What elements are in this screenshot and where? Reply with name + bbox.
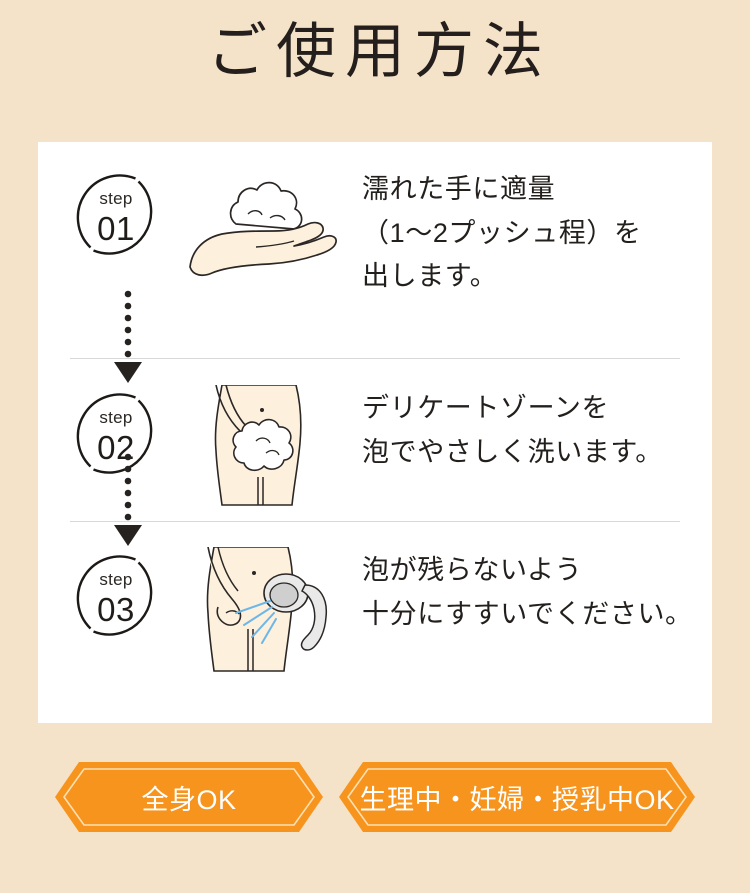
step-line: 濡れた手に適量 (362, 174, 556, 204)
step-line: デリケートゾーンを (362, 393, 610, 423)
badge-full-body-ok[interactable]: 全身OK (53, 760, 325, 834)
step-divider (70, 358, 680, 359)
step-line: 泡が残らないよう (362, 555, 583, 585)
step-badge-01: step 01 (66, 166, 166, 266)
step-description: 泡が残らないよう 十分にすすいでください。 (362, 547, 712, 636)
step-line: 十分にすすいでください。 (362, 598, 693, 629)
step-description: 濡れた手に適量 （1〜2プッシュ程）を 出します。 (362, 166, 712, 299)
showerhead-rinse-icon (174, 546, 344, 677)
badge-period-pregnancy-nursing-ok[interactable]: 生理中・妊婦・授乳中OK (337, 760, 697, 834)
step-description: デリケートゾーンを 泡でやさしく洗います。 (362, 385, 712, 474)
hand-with-foam-icon (174, 166, 344, 296)
step-row: step 03 (38, 546, 712, 702)
step-line: 出します。 (362, 261, 498, 292)
step-divider (70, 521, 680, 522)
steps-card: step 01 濡れた手に適量 （1〜2プッシュ程）を 出します。 (38, 142, 712, 723)
page-title: ご使用方法 (207, 18, 552, 85)
step-line: （1〜2プッシュ程）を (362, 217, 642, 248)
step-line: 泡でやさしく洗います。 (362, 436, 663, 467)
step-connector-arrow (108, 290, 148, 385)
feature-badges: 全身OK 生理中・妊婦・授乳中OK (0, 760, 750, 834)
step-badge-03: step 03 (66, 547, 166, 647)
body-washing-foam-icon (174, 384, 344, 512)
step-connector-arrow (108, 453, 148, 548)
